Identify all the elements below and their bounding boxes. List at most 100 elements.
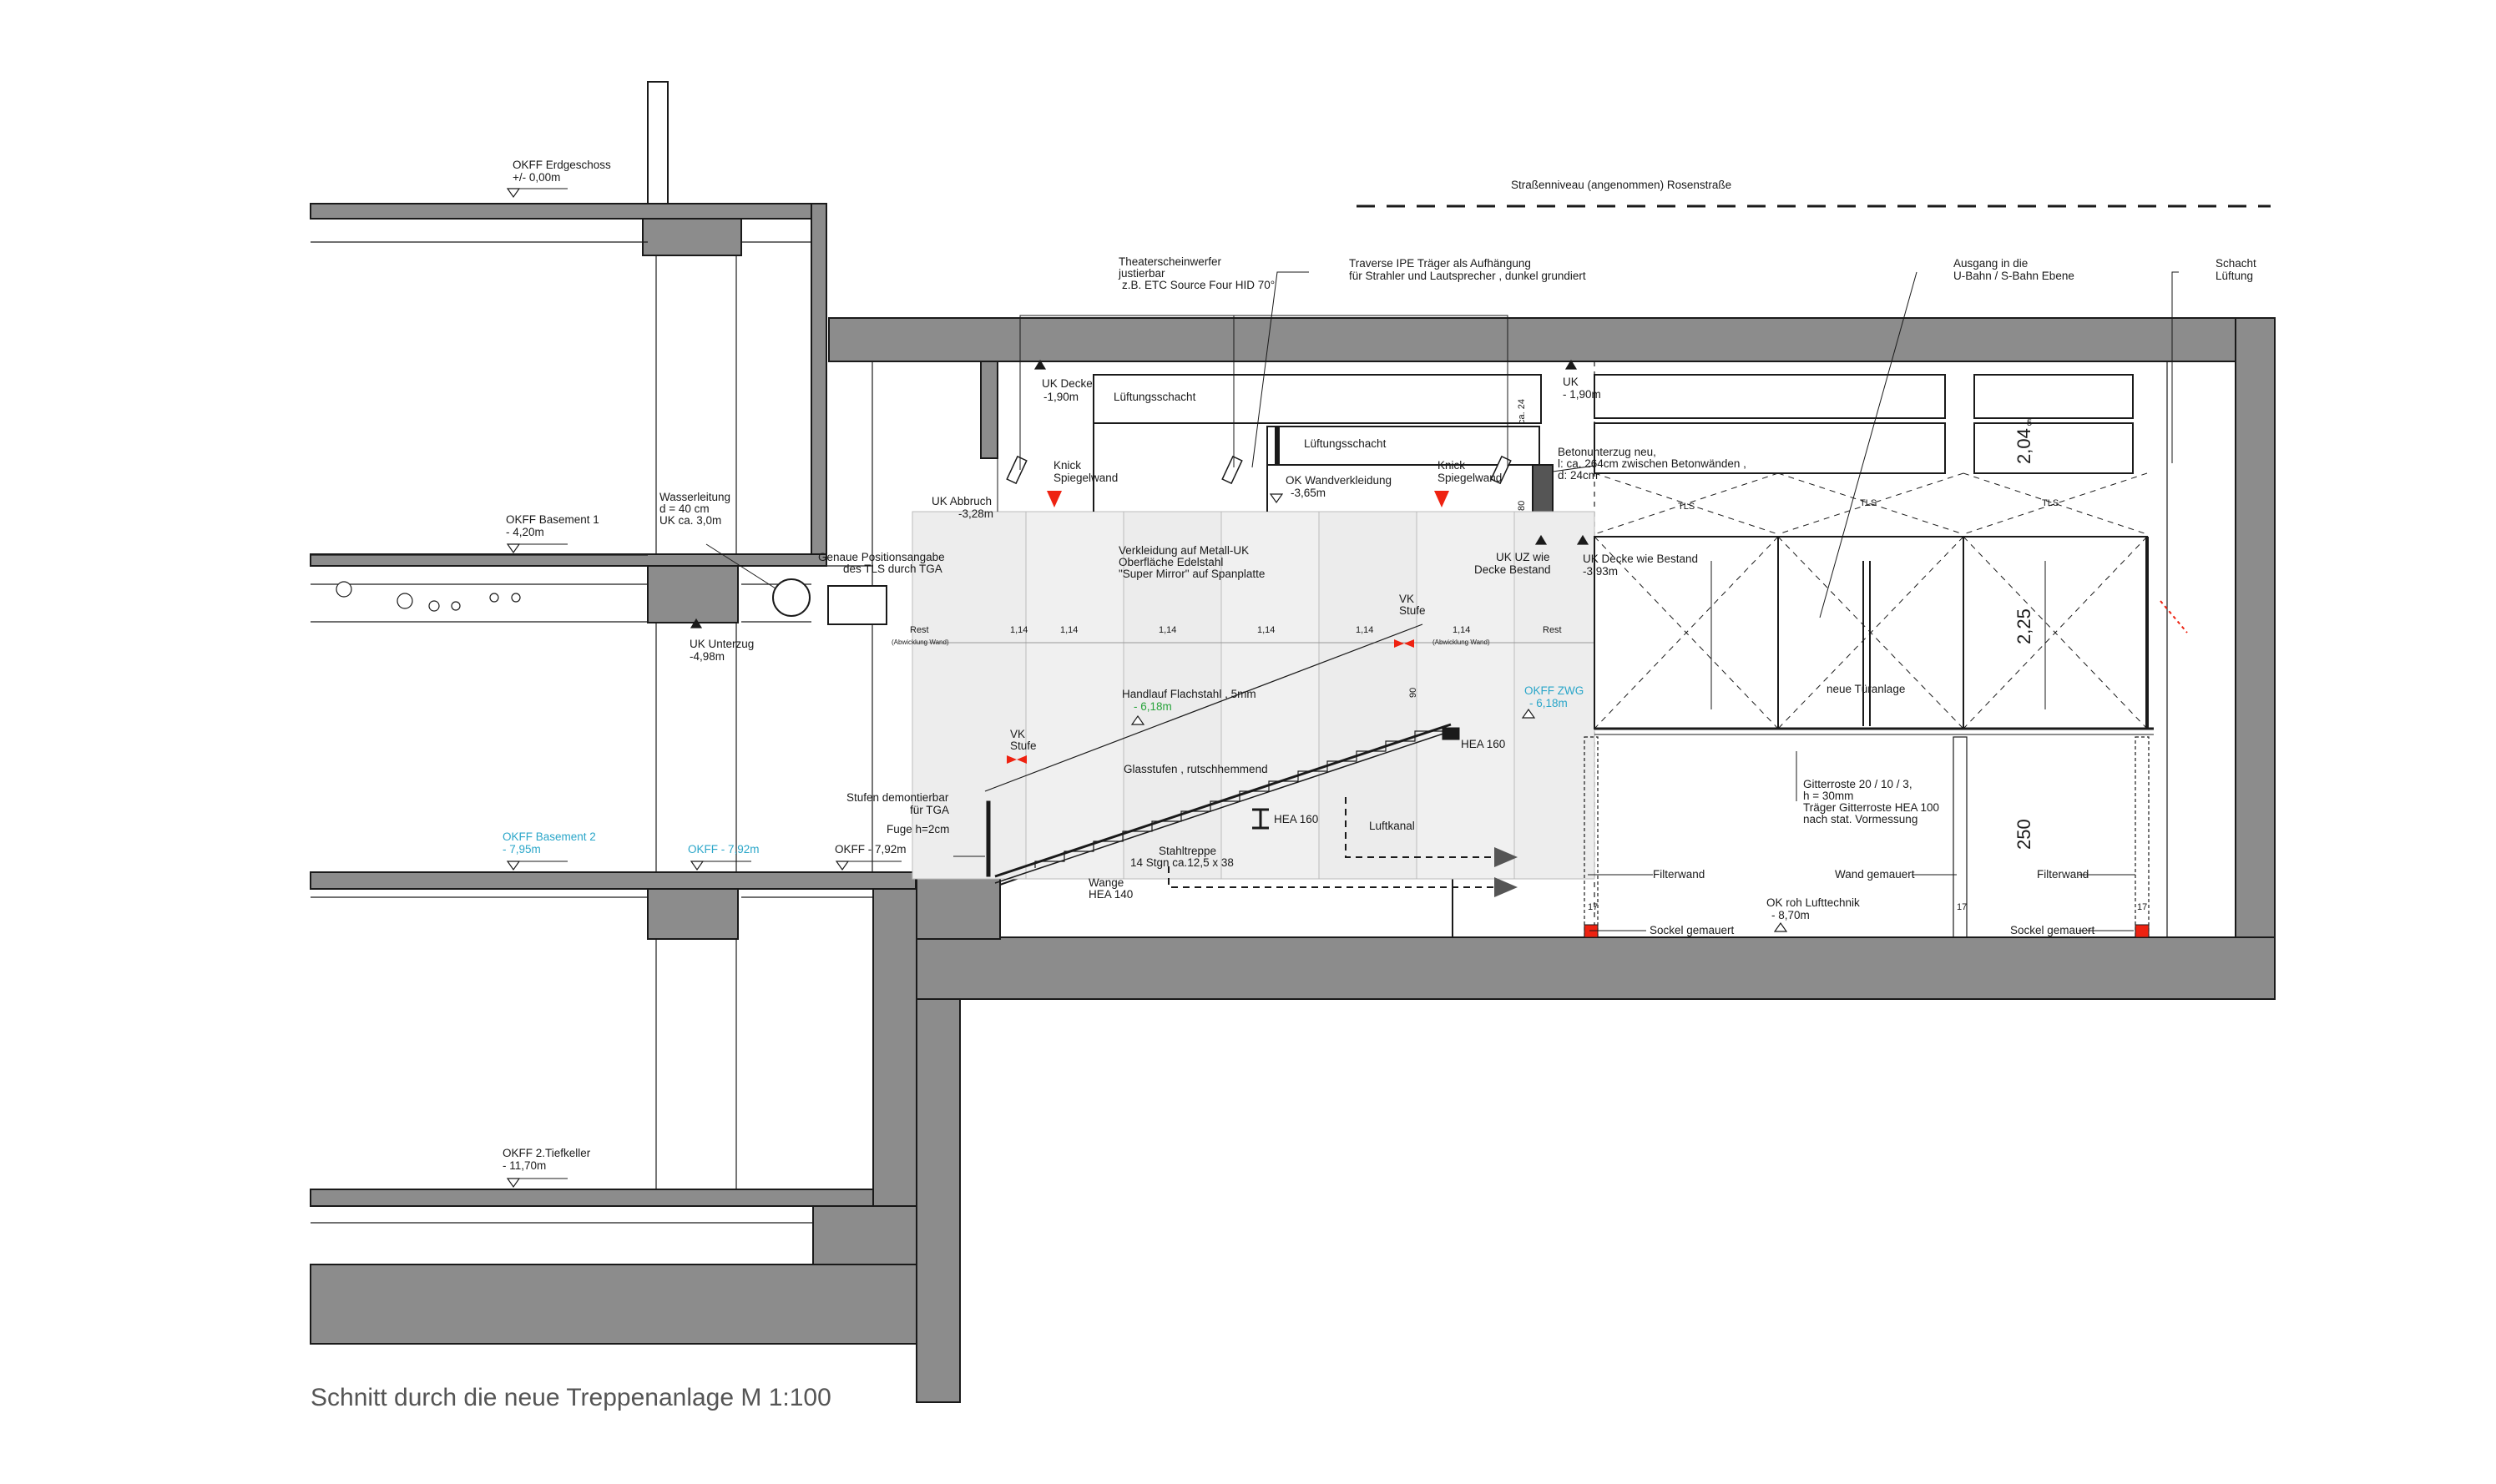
label-wand-gemauert: Wand gemauert (1835, 868, 1915, 881)
label-vk1-2: Stufe (1010, 739, 1037, 752)
label-beton-3: d: 24cm (1558, 469, 1598, 482)
label-lueftung-2: Lüftungsschacht (1304, 437, 1387, 450)
upper-panel-1 (1594, 374, 1946, 419)
dim-17c: 17 (2137, 902, 2147, 912)
level-zwg-value: - 6,18m (1529, 697, 1568, 709)
label-okroh-2: - 8,70m (1771, 909, 1810, 921)
label-theater-2: justierbar (1118, 267, 1165, 280)
new-roof (828, 317, 2276, 362)
label-glasstufen: Glasstufen , rutschhemmend (1124, 763, 1268, 775)
label-uk-uz-1: UK UZ wie (1496, 551, 1550, 563)
water-pipe (772, 578, 811, 617)
filter-walls (1584, 736, 2150, 938)
new-right-wall (2235, 317, 2276, 1000)
sockel-right (2135, 924, 2150, 938)
beam-basement2 (647, 888, 739, 940)
label-sockel-2: Sockel gemauert (2010, 924, 2095, 936)
label-schacht-2: Lüftung (2216, 270, 2253, 282)
level-tk-value: - 11,70m (503, 1159, 546, 1172)
label-gitter-1: Gitterroste 20 / 10 / 3, (1803, 778, 1912, 790)
mirror-wall (912, 511, 1595, 880)
label-uk-bestand-1: UK Decke wie Bestand (1583, 553, 1698, 565)
label-uk-bestand-2: -3,93m (1583, 565, 1618, 578)
label-stahl-1: Stahltreppe (1159, 845, 1216, 857)
level-b2-value: - 7,95m (503, 843, 541, 856)
mirror-panel-rest-left (912, 511, 1027, 880)
labels: OKFF Erdgeschoss +/- 0,00m OKFF Basement… (311, 159, 2256, 1411)
label-luftkanal: Luftkanal (1369, 820, 1415, 832)
label-stufen-1: Stufen demontierbar (846, 791, 949, 804)
sockel (1584, 924, 2150, 938)
label-tls-1: TLS (1678, 502, 1695, 512)
label-beton-2: l: ca. 264cm zwischen Betonwänden , (1558, 457, 1746, 470)
label-hea160a: HEA 160 (1461, 738, 1505, 750)
label-tls-2: TLS (1860, 498, 1877, 508)
interior-lines (311, 241, 2168, 1224)
dim-80: 80 (1517, 501, 1527, 511)
dim-90: 90 (1408, 688, 1418, 698)
label-panel-1: 1,14 (1010, 625, 1028, 635)
level-eg-name: OKFF Erdgeschoss (513, 159, 611, 171)
label-gitter-2: h = 30mm (1803, 790, 1853, 802)
label-tls-3: TLS (2042, 498, 2059, 508)
beam-erdgeschoss (642, 218, 742, 256)
label-wasser-3: UK ca. 3,0m (659, 514, 721, 527)
spotlight-1 (1006, 455, 1028, 485)
label-uk-abbruch-2: -3,28m (958, 507, 993, 520)
hea160-top (1442, 727, 1460, 740)
level-zwg-name: OKFF ZWG (1524, 684, 1584, 697)
label-uk-decke-1: UK Decke (1042, 377, 1093, 390)
label-knick2-2: Spiegelwand (1437, 472, 1502, 484)
lueftung-duct-left (980, 361, 998, 459)
handrail (984, 623, 1423, 792)
lueftungsschacht-2 (1266, 426, 1540, 466)
label-traverse-2: für Strahler und Lautsprecher , dunkel g… (1349, 270, 1586, 282)
door-system (1594, 374, 2154, 735)
label-ausgang-1: Ausgang in die (1953, 257, 2028, 270)
label-knick1-1: Knick (1053, 459, 1081, 472)
mirror-panel-rest-right (1513, 511, 1595, 880)
label-knick2-1: Knick (1437, 459, 1465, 472)
label-stufen-2: für TGA (910, 804, 949, 816)
wall-lower-left (872, 888, 917, 1207)
label-abw-left: (Abwicklung Wand) (892, 639, 949, 646)
label-panel-5: 1,14 (1356, 625, 1373, 635)
level-b1-name: OKFF Basement 1 (506, 513, 599, 526)
level-b1-value: - 4,20m (506, 526, 544, 538)
drawing-title: Schnitt durch die neue Treppenanlage M 1… (311, 1384, 831, 1411)
filter-wall-right (2135, 736, 2150, 938)
label-wasser-1: Wasserleitung (659, 491, 730, 503)
new-floor (916, 936, 2276, 1000)
label-verkleidung-3: "Super Mirror" auf Spanplatte (1119, 568, 1265, 580)
level-marker-lines (519, 188, 902, 1179)
label-panel-3: 1,14 (1159, 625, 1176, 635)
beam-basement1 (647, 565, 739, 623)
label-vk2-1: VK (1399, 593, 1414, 605)
label-verkleidung-2: Oberfläche Edelstahl (1119, 556, 1223, 568)
spotlights (1006, 455, 1512, 485)
label-uk-decke-2: -1,90m (1043, 391, 1079, 403)
mirror-panel-5 (1416, 511, 1515, 880)
dim-5: 5 (2027, 418, 2032, 428)
slab-tiefkeller-step (812, 1205, 917, 1265)
label-theater-3: z.B. ETC Source Four HID 70° (1122, 279, 1275, 291)
label-position-1: Genaue Positionsangabe (818, 551, 945, 563)
dim-ca24: ca. 24 (1517, 399, 1527, 424)
mirror-panel-4 (1318, 511, 1417, 880)
label-tueranlage: neue Türanlage (1827, 683, 1905, 695)
ventilation (997, 361, 1542, 512)
label-gitter-4: nach stat. Vormessung (1803, 813, 1917, 825)
level-b2-name: OKFF Basement 2 (503, 830, 596, 843)
label-ausgang-2: U-Bahn / S-Bahn Ebene (1953, 270, 2074, 282)
label-panel-6: 1,14 (1453, 625, 1470, 635)
red-dashed (2160, 600, 2188, 633)
tls-box (827, 585, 887, 625)
label-strassenniveau: Straßenniveau (angenommen) Rosenstraße (1511, 179, 1731, 191)
label-uk-right-2: - 1,90m (1563, 388, 1601, 401)
label-wasser-2: d = 40 cm (659, 502, 710, 515)
label-hea160b: HEA 160 (1274, 813, 1318, 825)
label-handlauf-level: - 6,18m (1134, 700, 1172, 713)
label-beton-1: Betonunterzug neu, (1558, 446, 1656, 458)
level-markers (506, 188, 1788, 1189)
